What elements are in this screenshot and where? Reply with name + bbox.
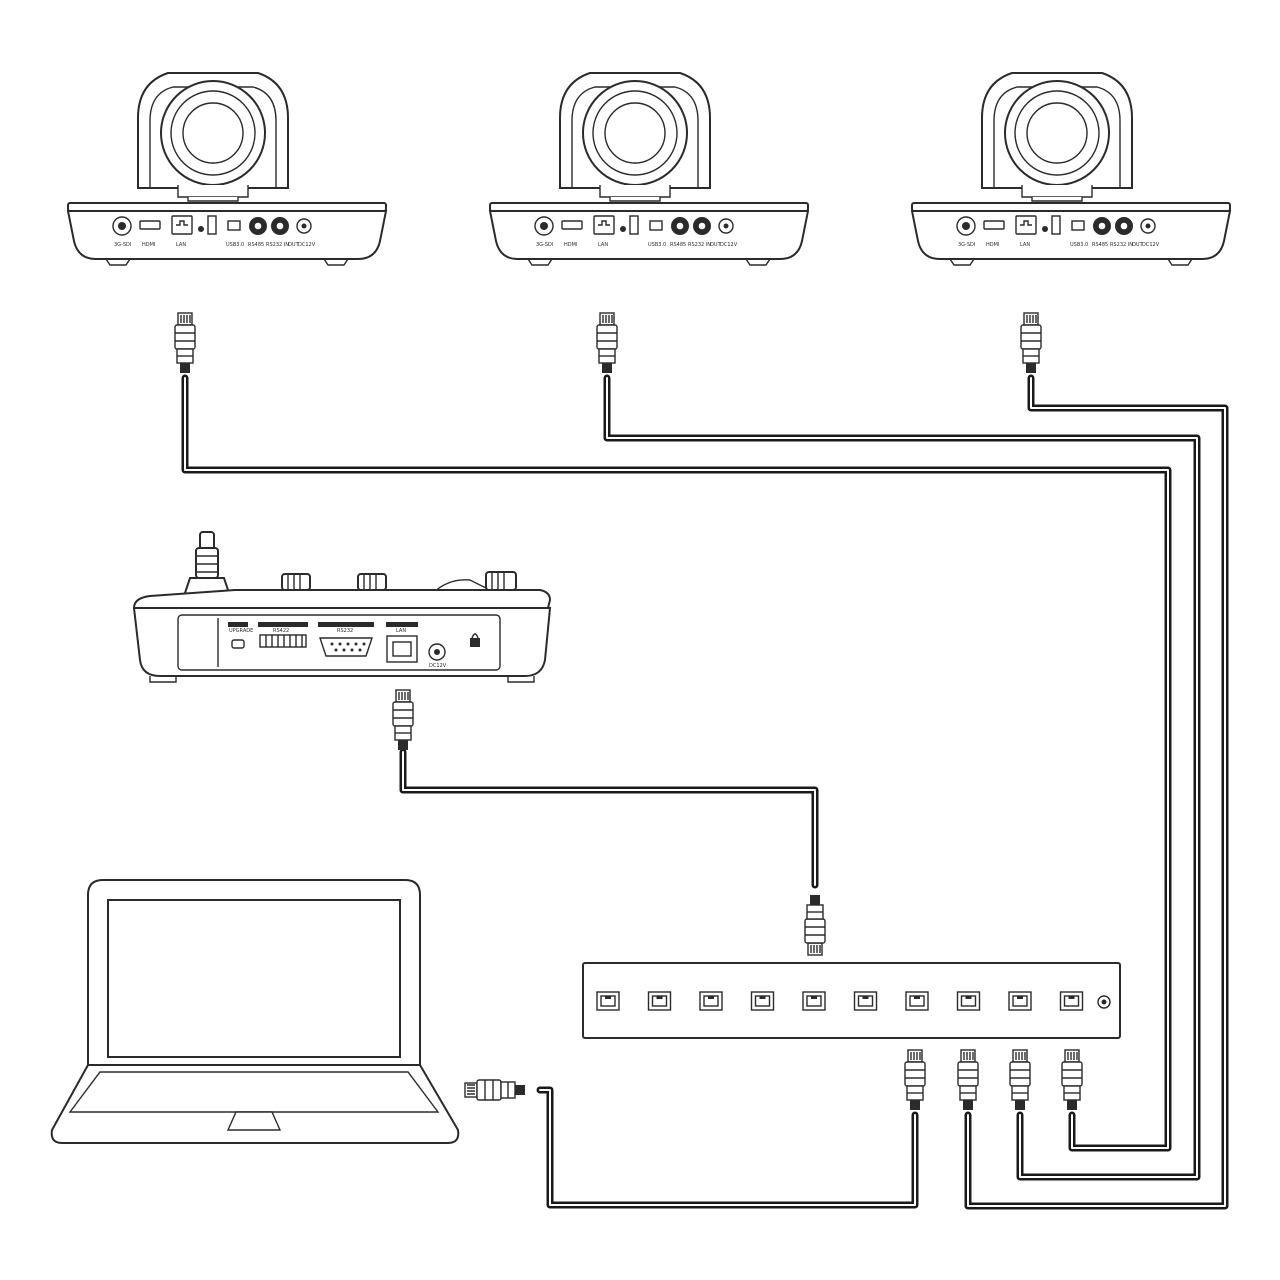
cable-camera-3 (964, 374, 1229, 1210)
cable-camera-2 (603, 374, 1201, 1181)
camera-3-port-label: RS232 IN (1110, 242, 1133, 248)
controller-label-lan: LAN (396, 628, 406, 634)
controller-label-dc12v: DC12V (429, 663, 447, 669)
camera-1-port-label: RS485 (248, 242, 264, 248)
rj45-plug-camera-1 (174, 312, 196, 374)
camera-3-port-label: DC12V (1142, 242, 1160, 248)
ptz-camera-2 (489, 72, 809, 266)
ptz-camera-1 (67, 72, 387, 266)
camera-1-port-label: USB3.0 (226, 242, 244, 248)
rj45-plug-switch-port-7 (904, 1049, 926, 1111)
switch-port-9 (1008, 991, 1032, 1011)
ptz-keyboard-controller: UPGRADE RS422 RS232 LAN DC12V (132, 531, 552, 683)
camera-1-port-label: OUT (288, 242, 300, 248)
camera-1-port-label: 3G-SDI (114, 242, 131, 248)
switch-port-8 (956, 991, 981, 1011)
switch-port-1 (596, 991, 620, 1011)
camera-2-port-label: USB3.0 (648, 242, 666, 248)
camera-2-port-label: LAN (598, 242, 608, 248)
switch-port-10 (1059, 991, 1084, 1011)
rj45-plug-camera-2 (596, 312, 618, 374)
switch-port-7 (905, 991, 929, 1011)
controller-label-rs422: RS422 (273, 628, 289, 634)
camera-1-port-label: DC12V (298, 242, 316, 248)
camera-2-port-label: OUT (710, 242, 722, 248)
camera-3-port-label: OUT (1132, 242, 1144, 248)
rj45-plug-switch-uplink (805, 895, 825, 955)
camera-3-port-label: HDMI (986, 242, 999, 248)
rj45-plug-controller (392, 689, 414, 751)
switch-port-4 (750, 991, 775, 1011)
rj45-plug-switch-port-10 (1061, 1049, 1083, 1111)
cable-camera-1 (181, 374, 1172, 1152)
controller-label-rs232: RS232 (337, 628, 353, 634)
laptop (50, 879, 460, 1144)
camera-2-port-label: DC12V (720, 242, 738, 248)
camera-1-port-label: RS232 IN (266, 242, 289, 248)
camera-2-port-label: RS485 (670, 242, 686, 248)
ptz-camera-3 (911, 72, 1231, 266)
switch-port-3 (699, 991, 723, 1011)
switch-port-6 (853, 991, 878, 1011)
camera-3-port-label: 3G-SDI (958, 242, 975, 248)
rj45-plug-camera-3 (1020, 312, 1042, 374)
camera-3-port-label: RS485 (1092, 242, 1108, 248)
switch-port-5 (802, 991, 826, 1011)
cable-controller (399, 748, 819, 889)
switch-port-2 (647, 991, 672, 1011)
network-switch (582, 962, 1121, 1039)
rj45-plug-switch-port-9 (1009, 1049, 1031, 1111)
rj45-plug-laptop (464, 1079, 526, 1101)
rj45-plug-switch-port-8 (957, 1049, 979, 1111)
camera-3-port-label: LAN (1020, 242, 1030, 248)
cable-laptop (536, 1086, 919, 1209)
camera-2-port-label: 3G-SDI (536, 242, 553, 248)
camera-2-port-label: RS232 IN (688, 242, 711, 248)
camera-3-port-label: USB3.0 (1070, 242, 1088, 248)
camera-1-port-label: HDMI (142, 242, 155, 248)
controller-label-upgrade: UPGRADE (229, 628, 253, 634)
camera-1-port-label: LAN (176, 242, 186, 248)
camera-2-port-label: HDMI (564, 242, 577, 248)
